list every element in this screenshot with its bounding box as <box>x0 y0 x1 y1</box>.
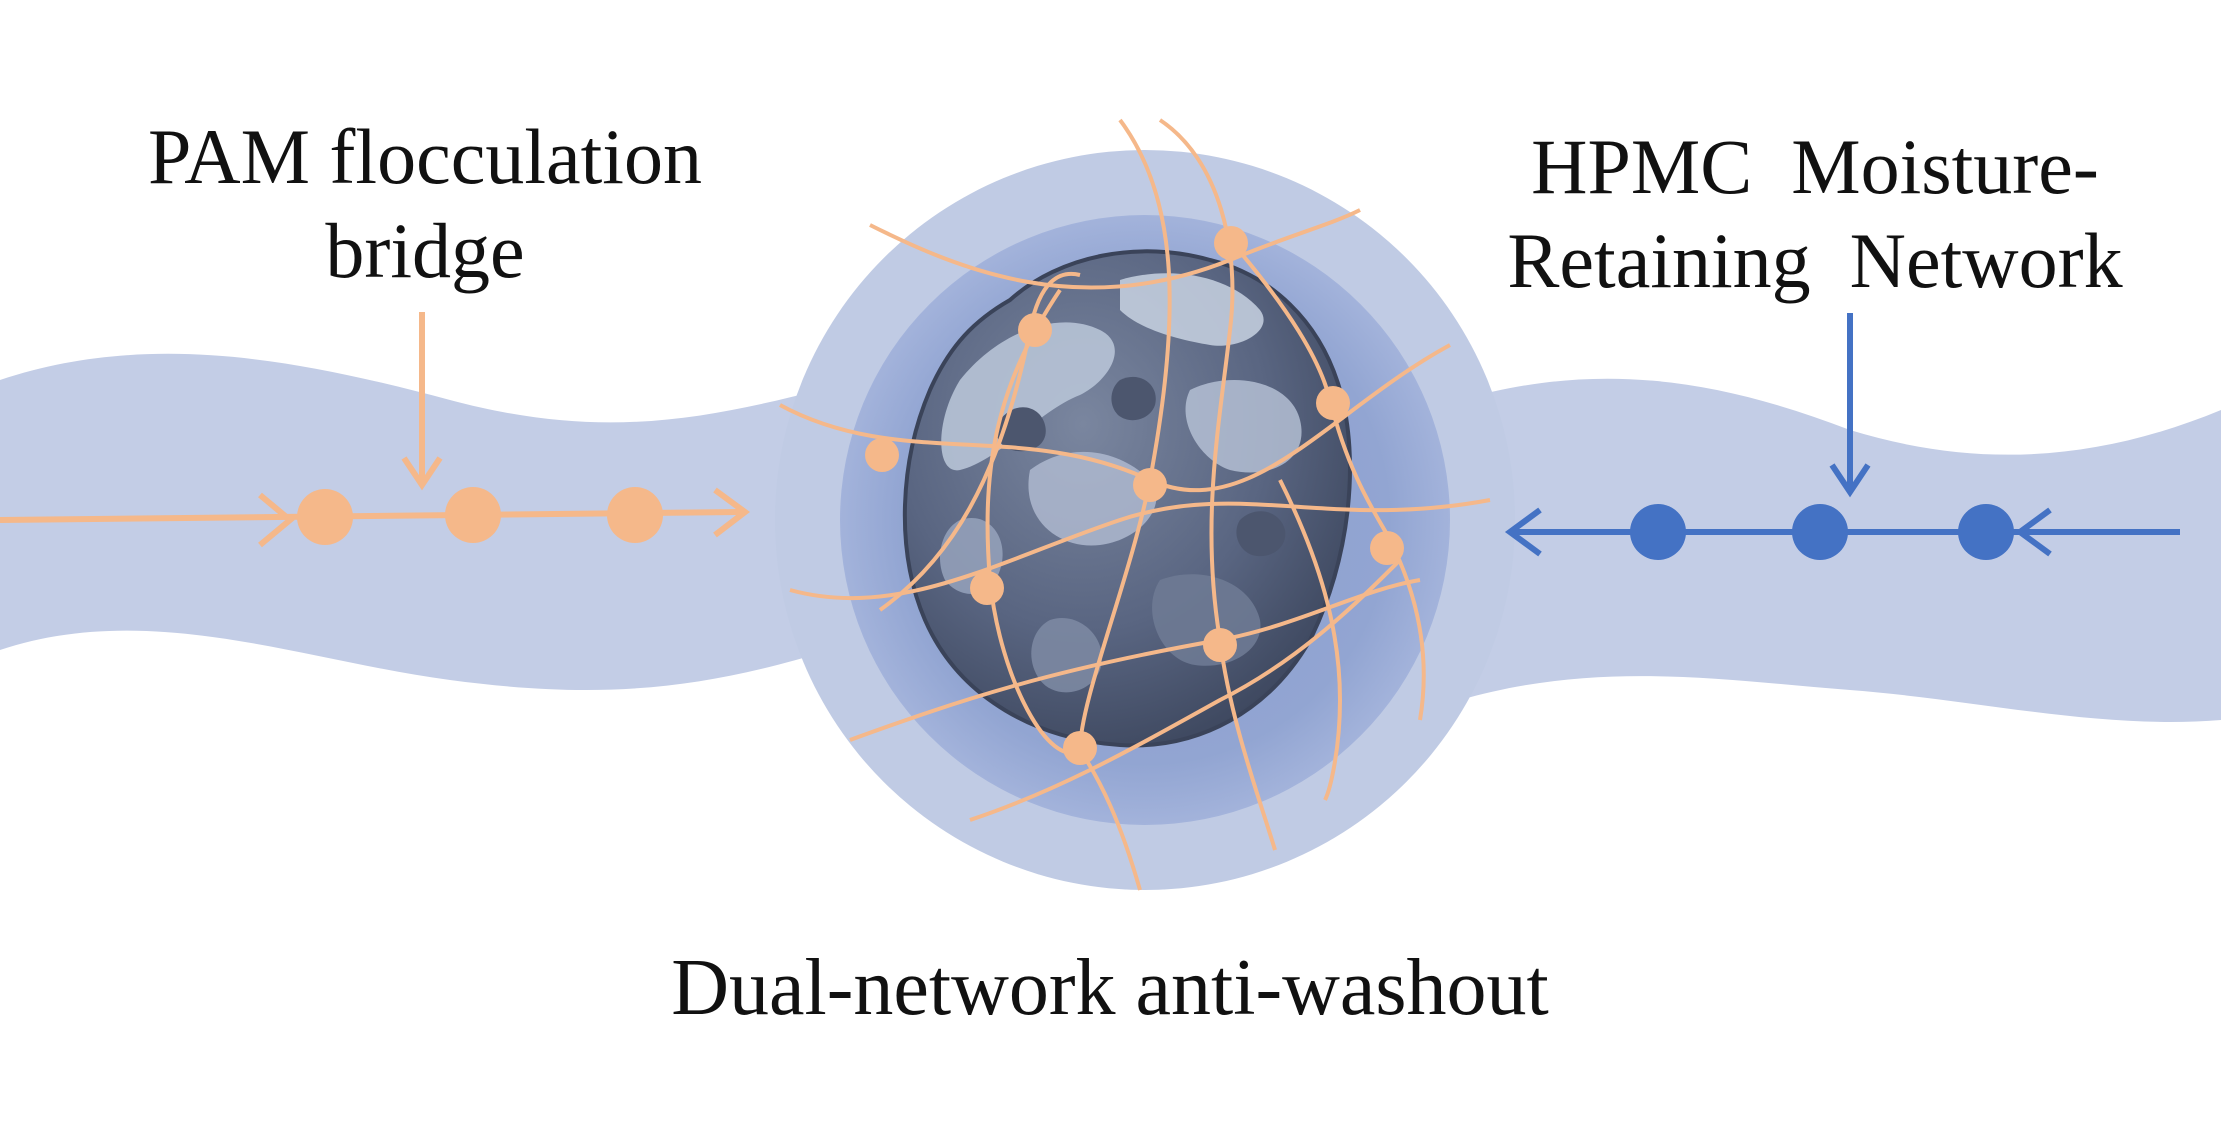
polymer-mesh-icon <box>779 118 1491 891</box>
mesh-node <box>1214 226 1248 260</box>
mesh-node <box>865 438 899 472</box>
pam-label-line1: PAM flocculation <box>148 113 702 200</box>
mesh-node <box>1316 386 1350 420</box>
mesh-node <box>1018 313 1052 347</box>
mesh-node <box>970 571 1004 605</box>
pam-node <box>607 487 663 543</box>
pam-node <box>445 487 501 543</box>
particle-icon <box>902 249 1352 748</box>
hpmc-chain-icon <box>1504 313 2180 560</box>
diagram-caption: Dual-network anti-washout <box>671 944 1549 1032</box>
hpmc-label-line1: HPMC Moisture- <box>1531 123 2099 210</box>
hpmc-label-line2: Retaining Network <box>1507 216 2123 304</box>
hpmc-network-label: HPMC Moisture- Retaining Network <box>1470 120 2160 307</box>
pam-flocculation-label: PAM flocculation bridge <box>100 110 750 297</box>
hpmc-node <box>1792 504 1848 560</box>
pam-node <box>297 489 353 545</box>
hpmc-node <box>1630 504 1686 560</box>
hpmc-node <box>1958 504 2014 560</box>
mesh-node <box>1133 468 1167 502</box>
left-fluid-band <box>0 353 830 690</box>
pam-chain-icon <box>0 312 751 548</box>
mesh-node <box>1063 731 1097 765</box>
pam-label-line2: bridge <box>325 206 525 294</box>
mesh-node <box>1370 531 1404 565</box>
mesh-nodes <box>865 226 1404 765</box>
mesh-node <box>1203 628 1237 662</box>
